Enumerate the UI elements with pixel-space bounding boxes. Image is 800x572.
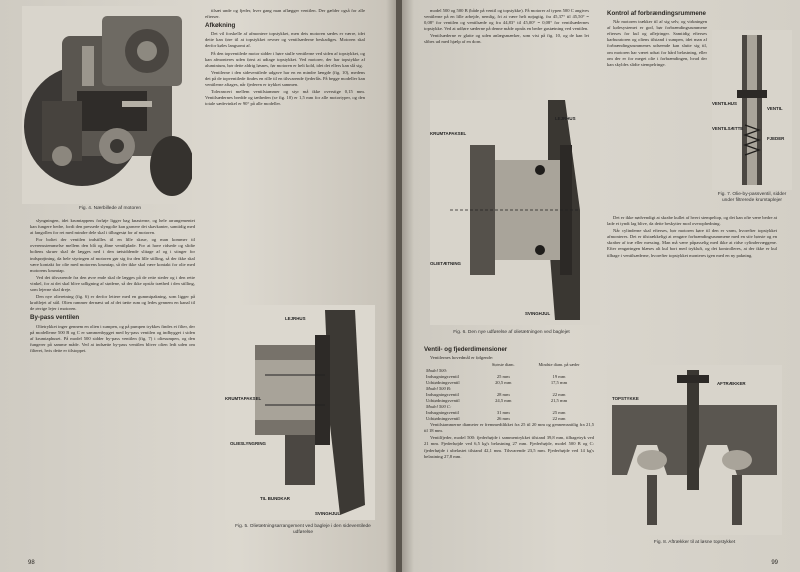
- paragraph: For boltet der ventilen indstilles til e…: [30, 237, 195, 273]
- paragraph: Når cylinderne skal efterses, bør motore…: [607, 228, 777, 258]
- control-heading: Kontrol af forbrændingsrummene: [607, 10, 707, 17]
- fig6-label-olietaetning: OLIETÆTNING: [430, 261, 462, 266]
- left-column-2: tilsæt unde og fjeder, hver gang man afl…: [205, 8, 365, 108]
- paragraph: Ved det tilsvarende fra den øvre ende sk…: [30, 274, 195, 293]
- fig7-diagram: VENTILHUS VENTILSÆTTE VENTIL FJEDER: [712, 30, 792, 190]
- left-column-1: slyngningen, idet krumtappens forløje li…: [30, 218, 195, 355]
- table-cell: Udstødningsventil: [426, 380, 460, 386]
- valve-heading: Ventil- og fjederdimensioner: [424, 346, 508, 353]
- fig7-caption: Fig. 7. Olie-by-passventil, sidder under…: [717, 192, 787, 203]
- right-column-2: Kontrol af forbrændingsrummene Når motor…: [607, 8, 707, 69]
- table-cell: 25 mm: [552, 410, 566, 416]
- paragraph: Olietrykket inger gennem en olien i sump…: [30, 323, 195, 353]
- fig6-label-svinghjul: SVINGHJUL: [525, 311, 550, 316]
- table-cell: 31 mm: [496, 410, 510, 416]
- fig5-label-olieslyngring: OLIESLYNGRING: [230, 441, 267, 446]
- fig6-caption: Fig. 6. Den nye udførelse af olietætning…: [453, 330, 570, 335]
- table-cell: Model 500:: [426, 368, 448, 374]
- fig6-label-krumtapaksel: KRUMTAPAKSEL: [430, 131, 466, 136]
- fig5-label-bundkar: TIL BUNDKAR: [260, 496, 291, 501]
- table-cell: Udstødningsventil: [426, 416, 460, 422]
- fig7-label-fjeder: FJEDER: [767, 136, 785, 141]
- afkoling-heading: Afkøkning: [205, 22, 236, 30]
- fig6-label-lejrhus: LEJRHUS: [555, 116, 576, 121]
- fig5-label-lejrhus: LEJRHUS: [285, 316, 306, 321]
- valve-section: Ventil- og fjederdimensioner Ventilernes…: [424, 344, 594, 461]
- paragraph: Den nye olieretning (fig. 6) er derfor l…: [30, 294, 195, 312]
- table-cell: 19 mm: [552, 374, 566, 380]
- fig8-diagram: TOPSTYKKE AFTRÆKKER: [607, 365, 782, 535]
- paragraph: Det vil forskelle af afmontere topstykke…: [205, 31, 365, 49]
- table-header: Mindste diam. på sæder: [538, 362, 580, 368]
- fig8-label-topstykke: TOPSTYKKE: [612, 396, 639, 401]
- engine-photo: [22, 6, 194, 204]
- paragraph: Ventilerne i den sideventilede udgave ha…: [205, 69, 365, 88]
- fig8-caption: Fig. 8. Aftrækker til at løsne topstykke…: [653, 540, 736, 545]
- table-header-row: Største diam. Mindste diam. på sæder: [424, 362, 594, 368]
- right-column-1: model 500 og 500 B (både på ventil og to…: [424, 8, 589, 47]
- book-spine: [396, 0, 404, 572]
- table-cell: 28 mm: [496, 392, 510, 398]
- paragraph: Det er ikke nødvendigt at skrabe kullet …: [607, 215, 777, 227]
- fig5-label-krumtapaksel: KRUMTAPAKSEL: [225, 396, 261, 401]
- table-cell: Indsugningsventil: [426, 374, 459, 380]
- paragraph: tilsæt unde og fjeder, hver gang man afl…: [205, 8, 365, 20]
- right-page: model 500 og 500 B (både på ventil og to…: [402, 0, 800, 572]
- table-cell: 20,5 mm: [495, 380, 512, 386]
- table-cell: 22 mm: [552, 416, 566, 422]
- table-cell: Model 500 C:: [426, 404, 452, 410]
- table-row: Model 500 C:: [424, 404, 594, 410]
- paragraph: model 500 og 500 B (både på ventil og to…: [424, 8, 589, 32]
- table-row: Indsugningsventil 25 mm 19 mm: [424, 374, 594, 380]
- fig5-diagram: LEJRHUS KRUMTAPAKSEL OLIESLYNGRING TIL B…: [225, 305, 375, 520]
- paragraph: Toleranceri mellem ventilstammer og styr…: [205, 89, 365, 107]
- table-cell: 22 mm: [552, 392, 566, 398]
- fig7-label-ventil: VENTIL: [767, 106, 783, 111]
- paragraph: slyngningen, idet krumtappens forløje li…: [30, 218, 195, 236]
- table-row: Udstødningsventil 24,5 mm 21,5 mm: [424, 398, 594, 404]
- table-row: Udstødningsventil 20,5 mm 17,5 mm: [424, 380, 594, 386]
- fig6-diagram: LEJRHUS KRUMTAPAKSEL OLIETÆTNING SVINGHJ…: [430, 100, 600, 325]
- fig8-label-aftraekker: AFTRÆKKER: [717, 381, 746, 386]
- valve-intro: Ventilernes hovedmål er følgende:: [430, 355, 494, 361]
- paragraph: På den topventilede motor sidder i høre …: [205, 50, 365, 68]
- fig7-label-ventilsaette: VENTILSÆTTE: [712, 126, 743, 131]
- table-cell: 17,5 mm: [550, 380, 568, 386]
- table-row: Model 500:: [424, 368, 594, 374]
- table-row: Model 500 B:: [424, 386, 594, 392]
- table-cell: 24,5 mm: [495, 398, 512, 404]
- valve-table: Største diam. Mindste diam. på sæder Mod…: [424, 362, 594, 422]
- bypass-heading: By-pass ventilen: [30, 314, 80, 322]
- paragraph: Ventilfjeder, model 500: fjederhøjde i s…: [424, 435, 594, 459]
- paragraph: Ventilsæderne er glatte og uden anlægsmæ…: [424, 33, 589, 45]
- table-row: Indsugningsventil 28 mm 22 mm: [424, 392, 594, 398]
- table-cell: Udstødningsventil: [426, 398, 460, 404]
- left-page: Fig. 4. Nærbillede af motoren slyngninge…: [0, 0, 398, 572]
- table-cell: Indsugningsventil: [426, 392, 459, 398]
- table-cell: 25 mm: [496, 374, 510, 380]
- fig4-caption: Fig. 4. Nærbillede af motoren: [78, 206, 142, 211]
- paragraph: Når motoren trækker til af sig selv, og …: [607, 19, 707, 67]
- fig5-caption: Fig. 5. Olietætningsarrangement ved bagl…: [235, 524, 371, 535]
- table-cell: 21,5 mm: [550, 398, 568, 404]
- table-cell: 26 mm: [496, 416, 510, 422]
- fig5-label-svinghjul: SVINGHJUL: [315, 511, 340, 516]
- page-number-left: 98: [28, 560, 35, 566]
- table-row: Udstødningsventil 26 mm 22 mm: [424, 416, 594, 422]
- table-cell: Indsugningsventil: [426, 410, 459, 416]
- right-column-2-cont: Det er ikke nødvendigt at skrabe kullet …: [607, 215, 777, 260]
- table-cell: Model 500 B:: [426, 386, 452, 392]
- paragraph: Ventilstammerne diameter er fremmedtlikk…: [424, 422, 594, 434]
- page-number-right: 99: [771, 560, 778, 566]
- engine-illustration: [22, 6, 194, 204]
- fig7-label-ventilhus: VENTILHUS: [712, 101, 737, 106]
- table-header: Største diam.: [491, 362, 515, 368]
- table-row: Indsugningsventil 31 mm 25 mm: [424, 410, 594, 416]
